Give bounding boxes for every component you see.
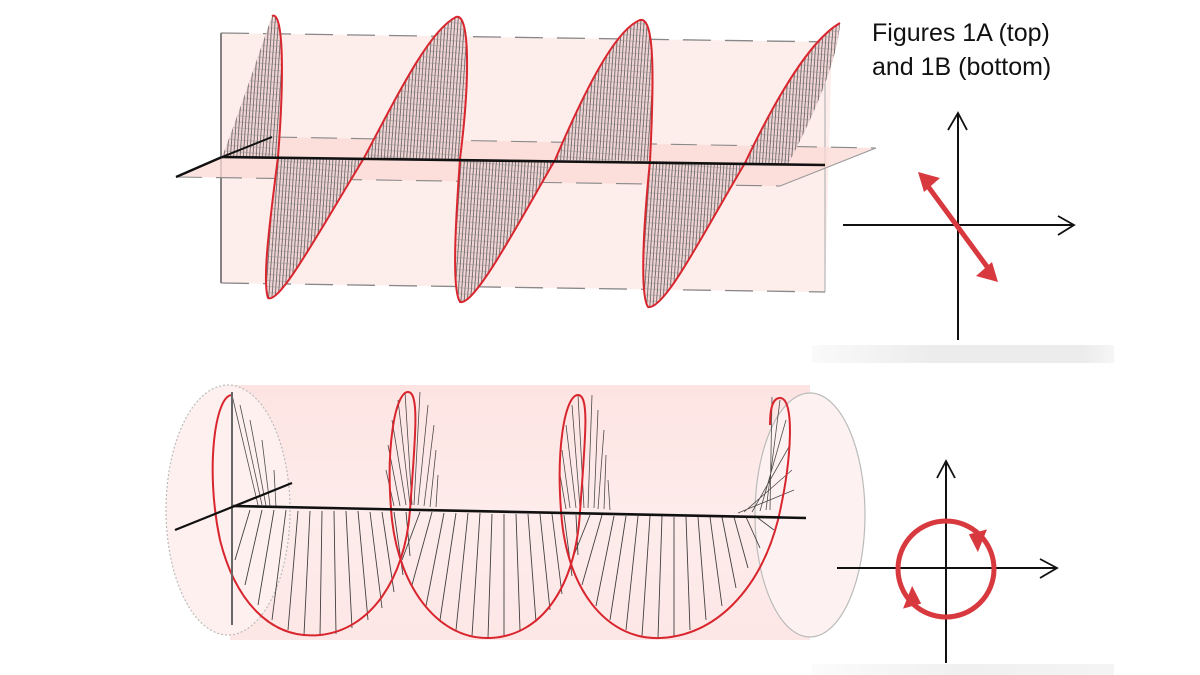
diagonal-double-arrow-icon bbox=[918, 172, 998, 282]
figure-1b-circular-polarization bbox=[165, 384, 866, 640]
figure-1a-linear-polarization bbox=[175, 14, 877, 308]
figure-caption: Figures 1A (top) and 1B (bottom) bbox=[872, 16, 1122, 84]
wave-lobes bbox=[222, 15, 840, 308]
caption-line-1: Figures 1A (top) bbox=[872, 19, 1050, 47]
caption-line-2: and 1B (bottom) bbox=[872, 53, 1052, 81]
propagation-axis bbox=[221, 155, 826, 167]
cylinder-cap-left bbox=[165, 384, 291, 636]
inset-1b-shadow bbox=[812, 664, 1114, 675]
inset-1a-axes bbox=[843, 111, 1076, 340]
propagation-axis-1b bbox=[231, 504, 807, 520]
circular-wave-helix bbox=[211, 390, 791, 640]
inset-1a-shadow bbox=[812, 345, 1114, 363]
cylinder-cap-right bbox=[754, 392, 866, 638]
circular-arrows-icon bbox=[895, 518, 997, 620]
inset-1b-axes bbox=[837, 459, 1059, 663]
linear-wave-curve bbox=[264, 14, 841, 308]
